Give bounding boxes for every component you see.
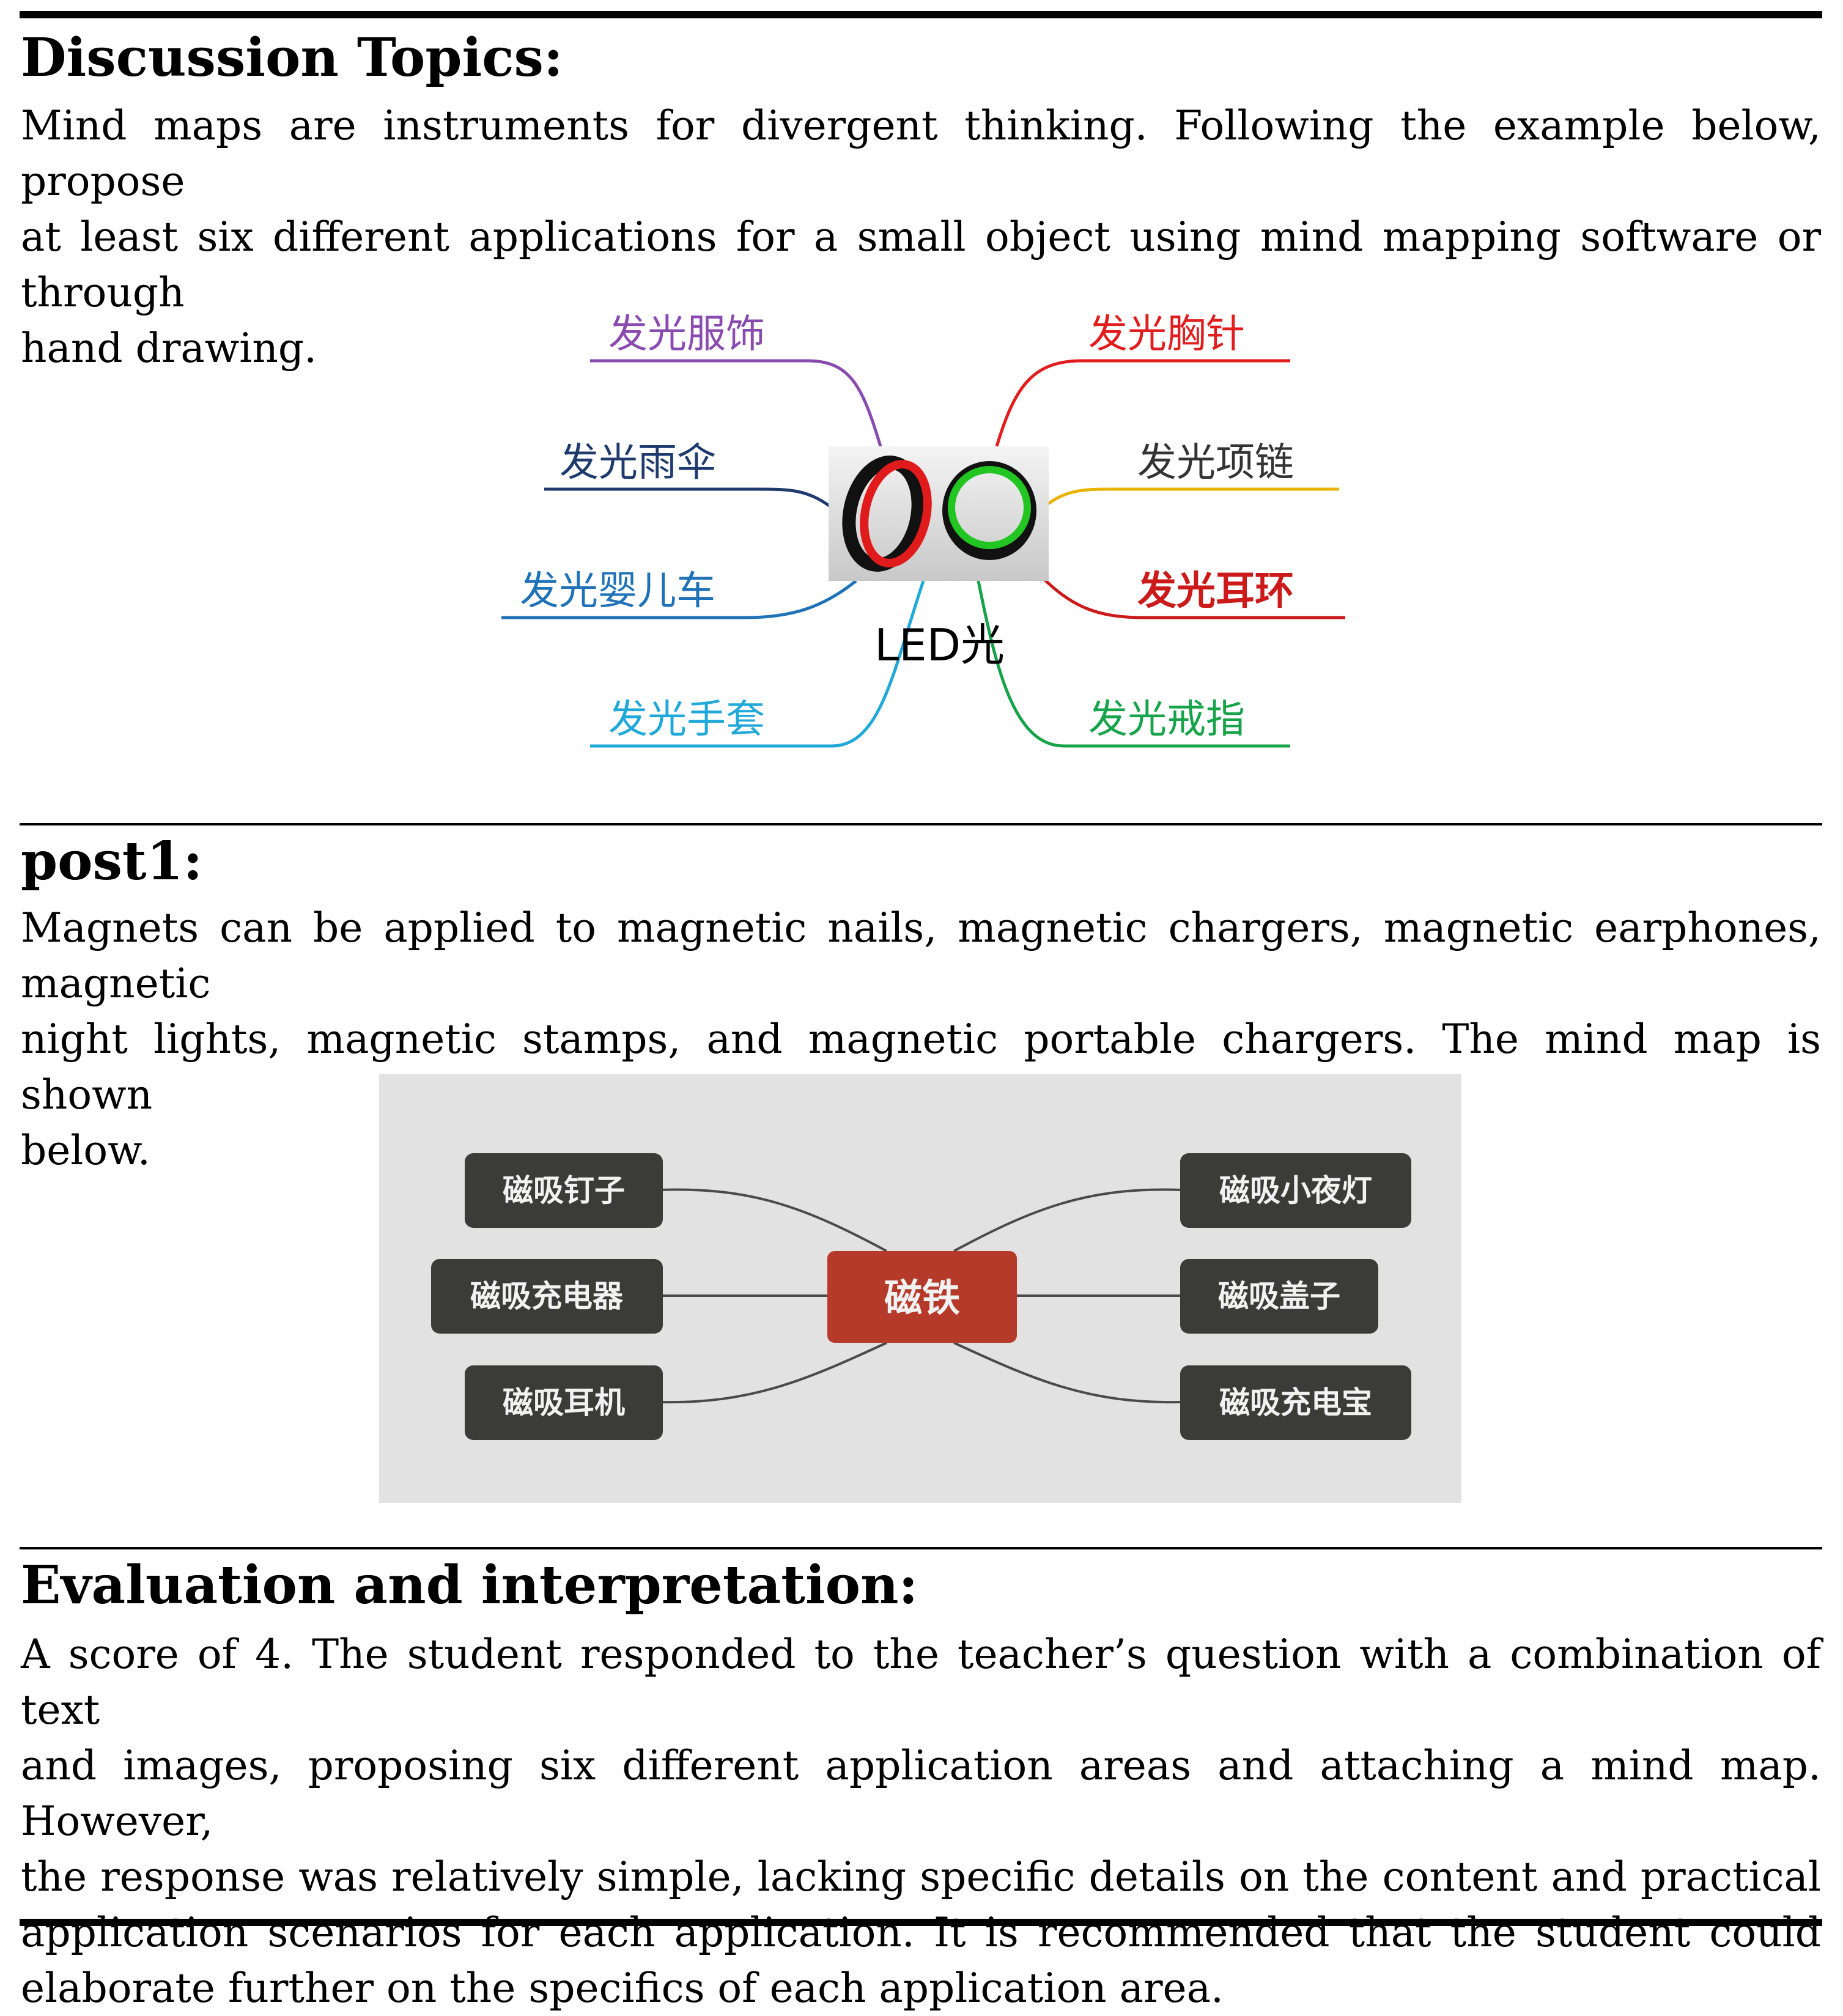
node-label: 磁吸充电器 bbox=[470, 1279, 624, 1314]
led-mindmap: 发光服饰 发光雨伞 发光婴儿车 发光手套 发光胸针 发光项链 发光耳环 发光戒指… bbox=[501, 312, 1345, 748]
branch-label: 发光手套 bbox=[608, 697, 765, 742]
connector-line bbox=[953, 1188, 1181, 1252]
branch-label: 发光雨伞 bbox=[560, 440, 716, 486]
magnet-mindmap: 磁吸钉子 磁吸充电器 磁吸耳机 磁吸小夜灯 磁吸盖子 磁吸充电宝 磁铁 bbox=[379, 1074, 1461, 1503]
branch-label: 发光戒指 bbox=[1088, 697, 1245, 742]
discussion-line: Mind maps are instruments for divergent … bbox=[21, 102, 1821, 205]
post-heading: post1: bbox=[21, 830, 203, 892]
node-label: 磁吸盖子 bbox=[1218, 1279, 1340, 1314]
discussion-line: hand drawing. bbox=[21, 325, 317, 372]
discussion-text: Mind maps are instruments for divergent … bbox=[21, 98, 1821, 376]
discussion-line: at least six different applications for … bbox=[21, 213, 1821, 316]
bottom-rule bbox=[20, 1919, 1822, 1926]
branch-line bbox=[501, 580, 857, 619]
evaluation-line: elaborate further on the specifics of ea… bbox=[21, 1965, 1224, 2012]
evaluation-line: the response was relatively simple, lack… bbox=[21, 1853, 1821, 1900]
branch-line bbox=[544, 487, 833, 509]
evaluation-text: A score of 4. The student responded to t… bbox=[21, 1626, 1821, 2016]
branch-line bbox=[590, 580, 925, 748]
node-label: 磁吸钉子 bbox=[503, 1173, 625, 1208]
top-rule bbox=[20, 11, 1822, 18]
branch-label: 发光耳环 bbox=[1137, 569, 1294, 614]
post-text: Magnets can be applied to magnetic nails… bbox=[21, 900, 1821, 1178]
connector-line bbox=[953, 1342, 1181, 1404]
section-rule bbox=[20, 823, 1822, 825]
led-rings-icon bbox=[829, 446, 1049, 581]
post-line: Magnets can be applied to magnetic nails… bbox=[21, 904, 1821, 1007]
branch-label: 发光婴儿车 bbox=[520, 569, 715, 614]
branch-line bbox=[590, 359, 882, 447]
evaluation-line: and images, proposing six different appl… bbox=[21, 1742, 1821, 1845]
discussion-heading: Discussion Topics: bbox=[21, 27, 563, 89]
node-label: 磁吸小夜灯 bbox=[1219, 1173, 1372, 1208]
connector-line bbox=[660, 1188, 887, 1252]
branch-line bbox=[995, 359, 1290, 447]
branch-line bbox=[977, 580, 1290, 748]
branch-line bbox=[1038, 487, 1339, 512]
branch-line bbox=[1038, 574, 1345, 619]
center-node bbox=[827, 1251, 1017, 1343]
node-right bbox=[1180, 1153, 1411, 1440]
node-left bbox=[431, 1153, 663, 1440]
post-line: below. bbox=[21, 1127, 150, 1174]
evaluation-line: A score of 4. The student responded to t… bbox=[21, 1631, 1821, 1734]
evaluation-line: application scenarios for each applicati… bbox=[21, 1909, 1821, 1956]
node-label: 磁吸充电宝 bbox=[1219, 1385, 1372, 1420]
node-label: 磁吸耳机 bbox=[503, 1385, 625, 1420]
branch-label: 发光服饰 bbox=[608, 312, 765, 357]
post-line: night lights, magnetic stamps, and magne… bbox=[21, 1016, 1821, 1118]
branch-label: 发光胸针 bbox=[1088, 312, 1245, 357]
center-node-label: 磁铁 bbox=[884, 1276, 960, 1320]
branch-label: 发光项链 bbox=[1137, 440, 1294, 486]
connector-line bbox=[660, 1342, 887, 1404]
section-rule bbox=[20, 1547, 1822, 1549]
center-label: LED光 bbox=[874, 619, 1005, 671]
evaluation-heading: Evaluation and interpretation: bbox=[21, 1554, 918, 1616]
